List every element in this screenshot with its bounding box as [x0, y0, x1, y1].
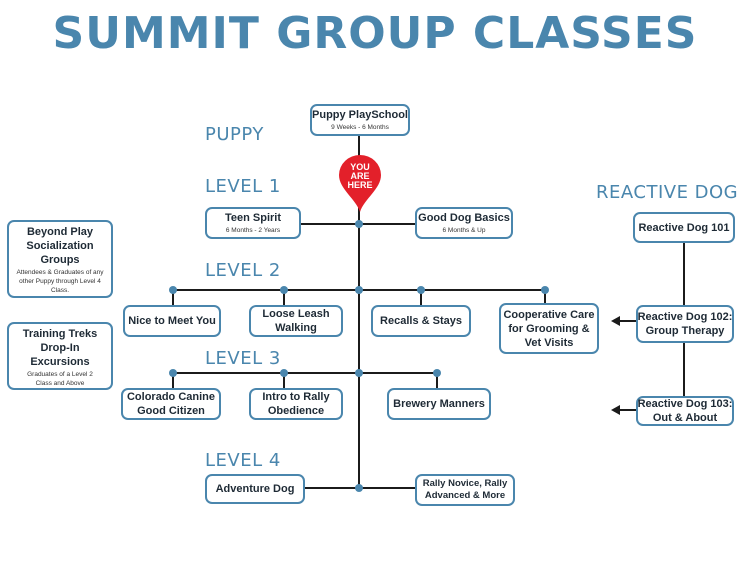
side-title: Beyond Play Socialization Groups — [26, 226, 94, 266]
you-are-here-pin-icon — [339, 155, 381, 212]
side-beyond-play[interactable]: Beyond Play Socialization Groups Attende… — [7, 220, 113, 298]
side-note: Graduates of a Level 2 Class and Above — [27, 371, 93, 387]
class-title: Reactive Dog 103: Out & About — [637, 398, 733, 424]
class-colorado-canine-good-citizen[interactable]: Colorado Canine Good Citizen — [121, 388, 221, 420]
class-good-dog-basics[interactable]: Good Dog Basics 6 Months & Up — [415, 207, 513, 239]
class-nice-to-meet-you[interactable]: Nice to Meet You — [123, 305, 221, 337]
class-reactive-dog-101[interactable]: Reactive Dog 101 — [633, 212, 735, 243]
class-title: Rally Novice, Rally Advanced & More — [422, 478, 508, 501]
you-are-here-text: YOU ARE HERE — [347, 162, 373, 190]
label-level-4: LEVEL 4 — [205, 450, 281, 471]
label-level-1: LEVEL 1 — [205, 176, 281, 197]
class-title: Puppy PlaySchool — [312, 109, 408, 121]
class-intro-to-rally-obedience[interactable]: Intro to Rally Obedience — [249, 388, 343, 420]
class-title: Cooperative Care for Grooming & Vet Visi… — [503, 308, 595, 349]
class-cooperative-care[interactable]: Cooperative Care for Grooming & Vet Visi… — [499, 303, 599, 354]
class-reactive-dog-102[interactable]: Reactive Dog 102: Group Therapy — [636, 305, 734, 343]
class-recalls-stays[interactable]: Recalls & Stays — [371, 305, 471, 337]
class-loose-leash-walking[interactable]: Loose Leash Walking — [249, 305, 343, 337]
class-title: Nice to Meet You — [128, 315, 216, 327]
side-title: Training Treks Drop-In Excursions — [22, 328, 98, 368]
class-title: Recalls & Stays — [380, 315, 462, 327]
label-level-2: LEVEL 2 — [205, 260, 281, 281]
class-title: Teen Spirit — [224, 212, 282, 224]
class-rally-novice[interactable]: Rally Novice, Rally Advanced & More — [415, 474, 515, 506]
label-puppy: PUPPY — [205, 124, 264, 145]
class-title: Colorado Canine Good Citizen — [126, 391, 215, 417]
class-age: 9 Weeks - 6 Months — [331, 124, 389, 131]
label-level-3: LEVEL 3 — [205, 348, 281, 369]
class-puppy-playschool[interactable]: Puppy PlaySchool 9 Weeks - 6 Months — [310, 104, 410, 136]
class-teen-spirit[interactable]: Teen Spirit 6 Months - 2 Years — [205, 207, 301, 239]
class-title: Intro to Rally Obedience — [262, 391, 330, 417]
class-title: Loose Leash Walking — [262, 308, 330, 334]
side-training-treks[interactable]: Training Treks Drop-In Excursions Gradua… — [7, 322, 113, 390]
class-adventure-dog[interactable]: Adventure Dog — [205, 474, 305, 504]
class-age: 6 Months - 2 Years — [225, 227, 281, 234]
class-title: Reactive Dog 101 — [638, 221, 730, 234]
class-title: Good Dog Basics — [418, 212, 510, 224]
class-age: 6 Months & Up — [442, 227, 486, 234]
page-title: SUMMIT GROUP CLASSES — [52, 8, 698, 59]
class-title: Reactive Dog 102: Group Therapy — [637, 311, 733, 337]
class-reactive-dog-103[interactable]: Reactive Dog 103: Out & About — [636, 396, 734, 426]
side-note: Attendees & Graduates of any other Puppy… — [16, 269, 104, 294]
class-title: Brewery Manners — [393, 398, 485, 410]
label-reactive-dog: REACTIVE DOG — [596, 182, 739, 203]
class-brewery-manners[interactable]: Brewery Manners — [387, 388, 491, 420]
class-title: Adventure Dog — [215, 483, 295, 495]
